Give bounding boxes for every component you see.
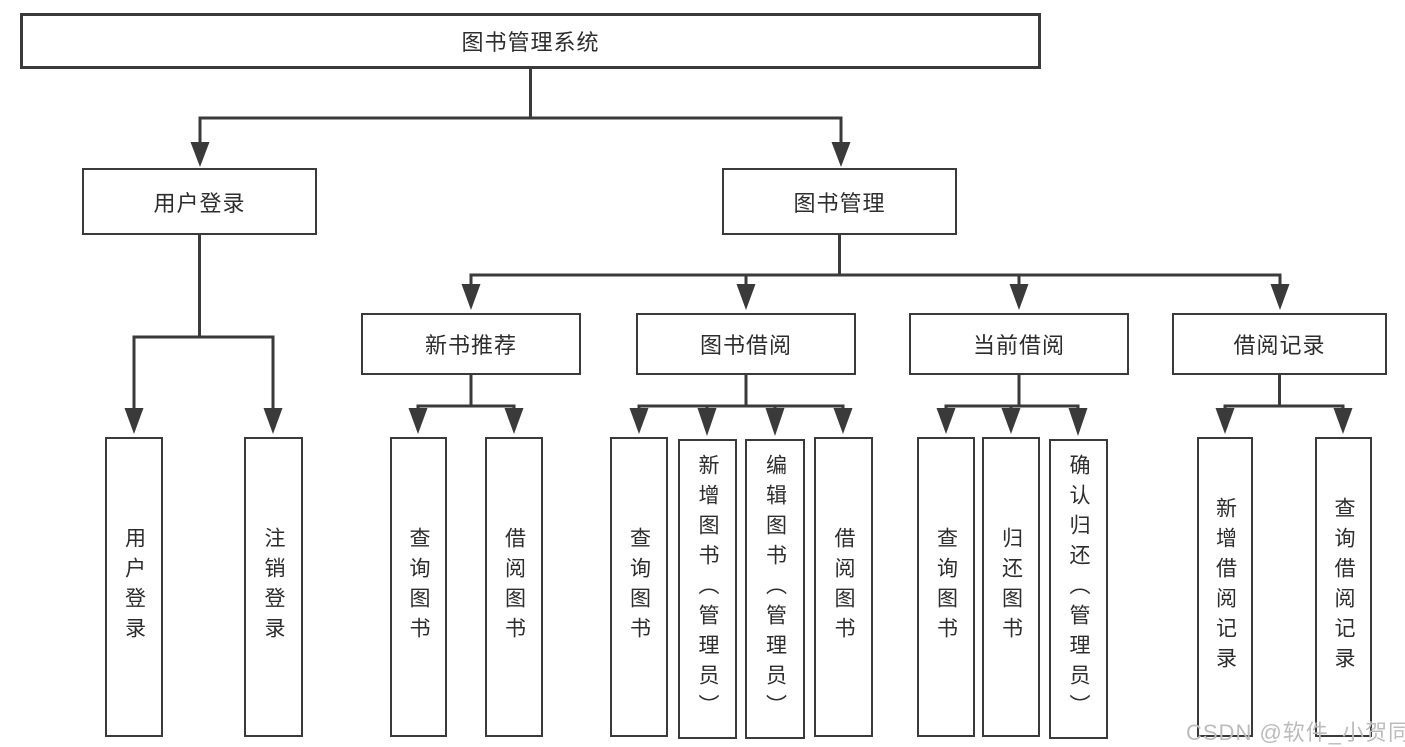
- arrowhead-icon: [1001, 408, 1021, 434]
- node-new-book-rec-label: 新书推荐: [424, 333, 517, 358]
- node-new-book-rec: 新书推荐: [361, 313, 581, 375]
- leaf-newbook-borrow: 借阅图书: [485, 437, 543, 737]
- connector-book-mgmt-to-level3: [461, 233, 1290, 310]
- leaf-logout: 注销登录: [244, 437, 303, 737]
- leaf-borrow-borrow: 借阅图书: [814, 437, 873, 737]
- arrowhead-icon: [831, 142, 851, 167]
- arrowhead-icon: [1215, 408, 1235, 434]
- leaf-record-add-label: 新增借阅记录: [1213, 497, 1237, 677]
- connector-root-to-level2: [190, 67, 851, 167]
- leaf-newbook-query: 查询图书: [390, 437, 447, 737]
- leaf-borrow-add-admin: 新增图书（管理员）: [678, 439, 737, 739]
- leaf-borrow-edit-admin-label: 编辑图书（管理员）: [763, 454, 787, 724]
- node-borrow-record: 借阅记录: [1172, 313, 1387, 375]
- node-root-label: 图书管理系统: [461, 30, 600, 55]
- node-root: 图书管理系统: [20, 13, 1041, 69]
- arrowhead-icon: [736, 284, 756, 310]
- leaf-user-login: 用户登录: [105, 437, 163, 737]
- arrowhead-icon: [697, 408, 717, 436]
- leaf-borrow-query: 查询图书: [610, 437, 668, 737]
- arrowhead-icon: [1270, 284, 1290, 310]
- node-book-borrow-label: 图书借阅: [699, 333, 792, 358]
- connector-book-borrow-to-leaves: [629, 373, 853, 436]
- node-current-borrow: 当前借阅: [909, 313, 1129, 375]
- leaf-record-add: 新增借阅记录: [1197, 437, 1253, 737]
- arrowhead-icon: [765, 408, 785, 436]
- arrowhead-icon: [263, 408, 283, 434]
- arrowhead-icon: [629, 408, 649, 434]
- leaf-record-query: 查询借阅记录: [1315, 437, 1372, 737]
- leaf-current-return-label: 归还图书: [999, 527, 1023, 647]
- leaf-record-query-label: 查询借阅记录: [1332, 497, 1355, 677]
- leaf-borrow-query-label: 查询图书: [627, 527, 651, 647]
- connector-new-book-to-leaves: [408, 373, 524, 434]
- node-user-login: 用户登录: [82, 168, 317, 235]
- leaf-user-login-label: 用户登录: [122, 527, 146, 647]
- leaf-current-return: 归还图书: [982, 437, 1040, 737]
- arrowhead-icon: [190, 142, 210, 167]
- arrowhead-icon: [1068, 408, 1088, 436]
- connector-borrow-record-to-leaves: [1215, 373, 1353, 434]
- leaf-current-query-label: 查询图书: [934, 527, 958, 647]
- leaf-borrow-borrow-label: 借阅图书: [832, 527, 855, 647]
- node-book-mgmt-label: 图书管理: [793, 190, 886, 216]
- leaf-current-confirm-admin: 确认归还（管理员）: [1049, 439, 1108, 739]
- csdn-watermark: CSDN @软件_小贺同学: [1186, 720, 1405, 745]
- leaf-current-confirm-admin-label: 确认归还（管理员）: [1067, 454, 1090, 724]
- arrowhead-icon: [124, 408, 144, 434]
- leaf-newbook-query-label: 查询图书: [407, 527, 430, 647]
- connector-current-borrow-to-leaves: [936, 373, 1088, 436]
- arrowhead-icon: [1333, 408, 1353, 434]
- arrowhead-icon: [408, 408, 428, 434]
- node-current-borrow-label: 当前借阅: [972, 333, 1065, 358]
- arrowhead-icon: [936, 408, 956, 434]
- arrowhead-icon: [461, 284, 481, 310]
- arrowhead-icon: [1009, 284, 1029, 310]
- node-user-login-label: 用户登录: [153, 190, 246, 216]
- connector-user-login-to-leaves: [124, 233, 283, 434]
- node-borrow-record-label: 借阅记录: [1233, 333, 1326, 358]
- node-book-borrow: 图书借阅: [636, 313, 856, 375]
- node-book-mgmt: 图书管理: [722, 168, 957, 235]
- leaf-borrow-edit-admin: 编辑图书（管理员）: [745, 439, 805, 739]
- arrowhead-icon: [833, 408, 853, 434]
- leaf-current-query: 查询图书: [917, 437, 975, 737]
- leaf-newbook-borrow-label: 借阅图书: [502, 527, 526, 647]
- leaf-borrow-add-admin-label: 新增图书（管理员）: [696, 454, 719, 724]
- leaf-logout-label: 注销登录: [262, 527, 285, 647]
- arrowhead-icon: [504, 408, 524, 434]
